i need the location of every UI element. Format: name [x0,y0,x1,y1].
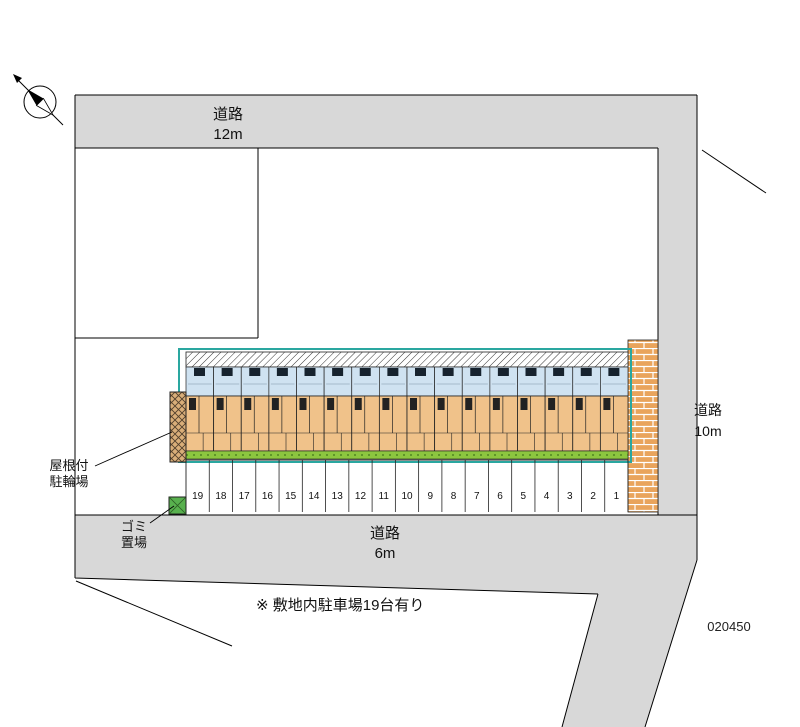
parking-stall: 1 [604,460,620,512]
apartment-unit [544,366,574,452]
apartment-unit [185,366,215,452]
parking-stall: 4 [534,460,550,512]
leader-line-bicycle-shed [94,431,173,467]
parking-stall: 17 [232,460,251,512]
parking-stall-number: 19 [192,491,204,502]
parking-stall-number: 10 [401,491,413,502]
bicycle-shed-label-line2: 駐輪場 [49,474,88,489]
parking-stall-number: 1 [614,491,620,502]
parking-stall: 19 [192,491,204,502]
plan-number: 020450 [707,619,750,634]
apartment-unit [489,366,518,452]
apartment-unit [406,366,436,452]
parking-stall: 12 [348,460,367,512]
apartment-unit [351,366,380,452]
parking-stall: 7 [464,460,480,512]
boundary-lines [74,94,698,727]
compass-icon [13,74,64,126]
site-note: ※ 敷地内駐車場19台有り [256,596,424,614]
parking-stall: 2 [581,460,596,512]
road-right-label-line1: 道路 [694,402,722,418]
parking-stall-number: 18 [215,491,227,502]
road-top-label-line2: 12m [213,126,242,143]
apartment-unit [572,366,601,452]
road-top-label-line1: 道路 [213,106,243,123]
parking-stall-number: 16 [262,491,274,502]
parking-stall-number: 5 [521,491,527,502]
parking-stall-number: 6 [497,491,503,502]
apartment-unit [599,366,629,452]
greenery-strip [185,450,629,460]
parking-stall-number: 13 [332,491,344,502]
parking-stall: 18 [208,460,227,512]
parking-stall-number: 4 [544,491,550,502]
apartment-unit [296,366,325,452]
parking-stall-number: 3 [567,491,573,502]
parking-stall-number: 15 [285,491,297,502]
garbage-label-line1: ゴミ [121,519,147,534]
parking-lot: 19 18 17 16 15 14 13 12 11 10 9 8 7 6 5 4 3 2 1 [192,460,620,512]
parking-stall-number: 7 [474,491,480,502]
parking-stall: 11 [371,460,390,512]
apartment-building [185,366,629,452]
parking-stall: 5 [511,460,527,512]
apartment-unit [268,366,297,452]
parking-stall-number: 17 [239,491,251,502]
apartment-unit [240,366,270,452]
parking-stall: 14 [301,460,320,512]
apartment-unit [323,366,353,452]
parking-stall-number: 11 [379,491,390,502]
adjacent-parcel-lines [75,149,767,647]
parking-stall-number: 14 [308,491,320,502]
parking-stall: 15 [278,460,297,512]
apartment-unit [461,366,491,452]
parking-stall: 6 [488,460,503,512]
parking-stall: 3 [557,460,573,512]
apartment-unit [378,366,408,452]
road-top-surface [75,95,697,148]
road-right-surface [658,148,697,560]
garbage-label-line2: 置場 [121,535,147,550]
parking-stall: 8 [441,460,457,512]
apartment-unit [517,366,546,452]
parking-stall-number: 9 [427,491,433,502]
bicycle-shed [169,391,187,463]
parking-stall-number: 12 [355,491,367,502]
apartment-unit [434,366,463,452]
parking-stall: 9 [418,460,433,512]
bicycle-shed-label-line1: 屋根付 [49,458,88,473]
parking-stall: 13 [325,460,344,512]
parking-stall-number: 2 [590,491,596,502]
parking-stall: 16 [255,460,274,512]
garbage-area-hatch [168,496,187,515]
road-bottom-label-line1: 道路 [370,525,400,542]
parking-area-border [185,459,629,512]
road-bottom-label-line2: 6m [375,545,396,562]
parking-stall: 10 [394,460,413,512]
road-bottom-surface [75,515,697,727]
roof-eave-hatch [186,352,628,367]
road-right-label-line2: 10m [694,423,721,439]
leader-line-garbage [149,505,175,524]
parking-stall-number: 8 [451,491,457,502]
apartment-unit [213,366,242,452]
brick-wall [627,339,659,513]
